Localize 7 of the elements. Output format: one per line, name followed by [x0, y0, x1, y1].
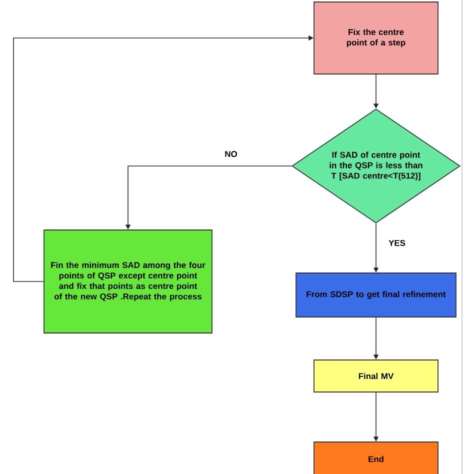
edge-label: NO — [224, 150, 238, 158]
terminal-box: End — [314, 442, 438, 474]
process-box: Fix the centre point of a step — [314, 2, 438, 74]
edge-label: YES — [388, 239, 406, 247]
process-box: From SDSP to get final refinement — [296, 272, 456, 318]
process-box: Fin the minimum SAD among the four points of QSP except centre point and fix that points as centre point of the new QSP .Repeat the process — [44, 230, 212, 334]
process-box: Final MV — [314, 360, 438, 392]
